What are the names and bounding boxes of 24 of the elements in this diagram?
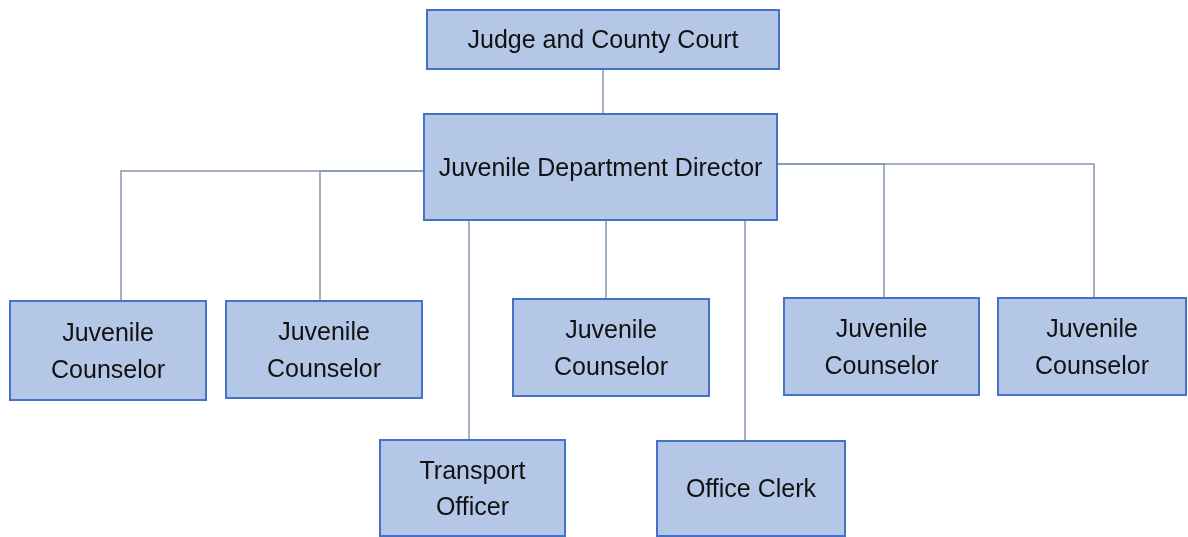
connector-line [777, 163, 1095, 298]
connector-line [605, 220, 607, 299]
org-box [423, 113, 778, 221]
role-title: Juvenile Counselor [266, 316, 382, 384]
org-box [9, 300, 207, 401]
role-title: Office Clerk [685, 473, 817, 505]
connector-line [319, 170, 424, 301]
role-title: Juvenile Department Director [438, 151, 763, 183]
org-box [426, 9, 780, 70]
connector-line [744, 220, 746, 441]
role-title: Juvenile Counselor [823, 313, 940, 381]
connector-line [468, 220, 470, 440]
role-title: Juvenile Counselor [1034, 313, 1150, 381]
connector-line [602, 69, 604, 114]
org-box [512, 298, 710, 397]
role-title: Transport Officer [418, 454, 527, 522]
role-title: Juvenile Counselor [50, 317, 166, 385]
org-box [379, 439, 566, 537]
org-box [225, 300, 423, 399]
org-box [997, 297, 1187, 396]
role-title: Juvenile Counselor [553, 314, 669, 382]
role-title: Judge and County Court [467, 24, 739, 56]
org-box [783, 297, 980, 396]
org-box [656, 440, 846, 537]
